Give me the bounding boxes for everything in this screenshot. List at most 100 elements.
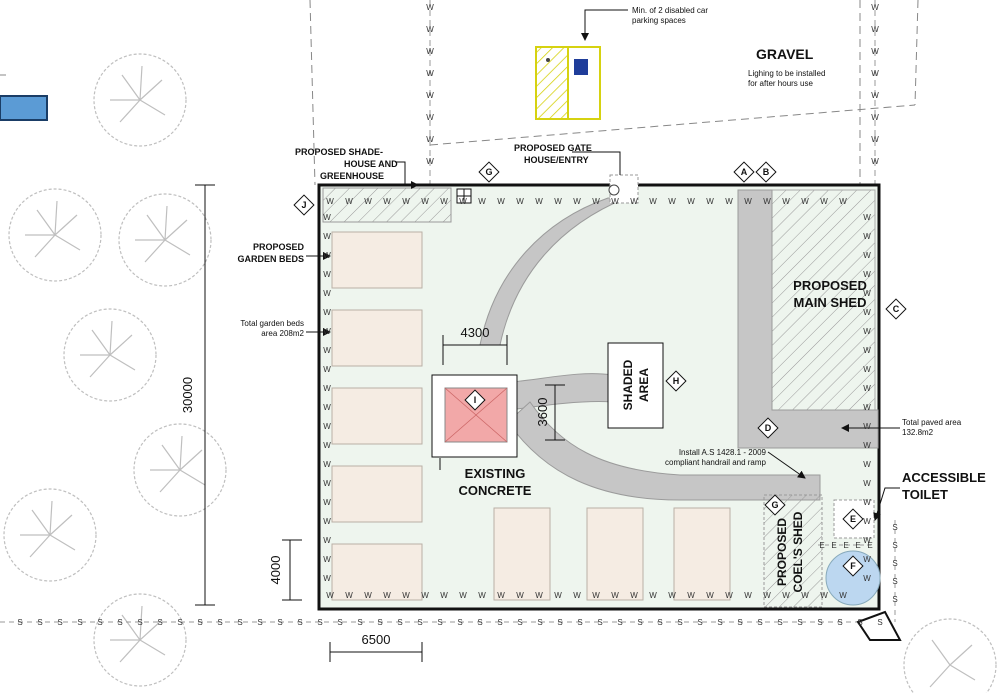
water-symbol: W bbox=[323, 441, 331, 450]
tree bbox=[133, 423, 227, 517]
svg-text:A: A bbox=[741, 167, 748, 177]
sewer-symbol: S bbox=[537, 618, 542, 627]
water-symbol: W bbox=[326, 591, 334, 600]
tree bbox=[93, 53, 187, 147]
electric-symbol: E bbox=[855, 541, 860, 550]
sewer-symbol: S bbox=[357, 618, 362, 627]
water-symbol: W bbox=[478, 197, 486, 206]
water-symbol: W bbox=[871, 113, 879, 122]
water-symbol: W bbox=[820, 591, 828, 600]
label-disabled-parking-1: Min. of 2 disabled car bbox=[632, 6, 708, 15]
tree bbox=[8, 188, 102, 282]
water-symbol: W bbox=[323, 555, 331, 564]
water-symbol: W bbox=[820, 197, 828, 206]
marker-D: D bbox=[757, 417, 779, 439]
sewer-symbol: S bbox=[892, 577, 897, 586]
water-symbol: W bbox=[554, 591, 562, 600]
water-symbol: W bbox=[863, 555, 871, 564]
sewer-symbol: S bbox=[577, 618, 582, 627]
water-symbol: W bbox=[426, 113, 434, 122]
label-coels-shed-2: COEL'S SHED bbox=[791, 511, 805, 592]
water-symbol: W bbox=[592, 591, 600, 600]
water-symbol: W bbox=[871, 91, 879, 100]
water-symbol: W bbox=[426, 135, 434, 144]
sewer-symbol: S bbox=[657, 618, 662, 627]
sewer-symbol: S bbox=[377, 618, 382, 627]
label-shadehouse-1: PROPOSED SHADE- bbox=[295, 147, 383, 157]
sewer-symbol: S bbox=[157, 618, 162, 627]
garden-bed bbox=[331, 543, 423, 601]
gate-shape bbox=[856, 610, 902, 641]
dim-4000: 4000 bbox=[268, 539, 302, 601]
label-lighting-1: Lighing to be installed bbox=[748, 69, 825, 78]
water-symbol: W bbox=[364, 591, 372, 600]
disabled-parking bbox=[535, 46, 601, 120]
water-symbol: W bbox=[345, 197, 353, 206]
label-garden-area-2: area 208m2 bbox=[261, 329, 304, 338]
water-symbol: W bbox=[421, 591, 429, 600]
sewer-symbol: S bbox=[217, 618, 222, 627]
sewer-symbol: S bbox=[477, 618, 482, 627]
water-symbol: W bbox=[323, 536, 331, 545]
water-symbol: W bbox=[426, 91, 434, 100]
water-symbol: W bbox=[649, 197, 657, 206]
sewer-symbol: S bbox=[57, 618, 62, 627]
water-symbol: W bbox=[345, 591, 353, 600]
marker-J: J bbox=[293, 194, 315, 216]
water-symbol: W bbox=[863, 403, 871, 412]
sewer-symbol: S bbox=[77, 618, 82, 627]
wheelchair-icon bbox=[574, 59, 588, 75]
sewer-symbol: S bbox=[197, 618, 202, 627]
water-symbol: W bbox=[459, 591, 467, 600]
water-symbol: W bbox=[383, 591, 391, 600]
water-symbol: W bbox=[863, 270, 871, 279]
water-symbol: W bbox=[440, 197, 448, 206]
label-garden-area-1: Total garden beds bbox=[240, 319, 304, 328]
blue-tab bbox=[0, 95, 48, 121]
water-symbol: W bbox=[801, 197, 809, 206]
label-garden-beds-2: GARDEN BEDS bbox=[237, 254, 304, 264]
label-shadehouse-2: HOUSE AND bbox=[344, 159, 398, 169]
water-symbol: W bbox=[323, 460, 331, 469]
water-symbol: W bbox=[323, 365, 331, 374]
sewer-symbol: S bbox=[757, 618, 762, 627]
water-symbol: W bbox=[323, 574, 331, 583]
gate-post-icon bbox=[608, 184, 620, 196]
water-symbol: W bbox=[440, 591, 448, 600]
toilet-leader bbox=[873, 487, 900, 521]
water-symbol: W bbox=[839, 197, 847, 206]
svg-text:E: E bbox=[850, 514, 856, 524]
water-symbol: W bbox=[863, 422, 871, 431]
tree bbox=[93, 593, 187, 687]
valve-icon bbox=[456, 188, 472, 204]
water-symbol: W bbox=[516, 197, 524, 206]
water-symbol: W bbox=[871, 69, 879, 78]
sewer-symbol: S bbox=[637, 618, 642, 627]
svg-text:G: G bbox=[771, 500, 778, 510]
water-symbol: W bbox=[426, 47, 434, 56]
sewer-symbol: S bbox=[892, 541, 897, 550]
water-symbol: W bbox=[871, 3, 879, 12]
water-symbol: W bbox=[323, 479, 331, 488]
tree-group bbox=[3, 53, 997, 693]
water-symbol: W bbox=[871, 157, 879, 166]
water-symbol: W bbox=[687, 197, 695, 206]
water-symbol: W bbox=[402, 591, 410, 600]
label-coels-shed-1: PROPOSED bbox=[775, 518, 789, 586]
label-toilet-2: TOILET bbox=[902, 487, 948, 502]
garden-bed bbox=[493, 507, 551, 601]
water-symbol: W bbox=[744, 197, 752, 206]
sewer-symbol: S bbox=[437, 618, 442, 627]
shadehouse-area bbox=[322, 187, 452, 223]
sewer-symbol: S bbox=[297, 618, 302, 627]
marker-B: B bbox=[755, 161, 777, 183]
label-toilet-1: ACCESSIBLE bbox=[902, 470, 986, 485]
water-symbol: W bbox=[478, 591, 486, 600]
sewer-symbol: S bbox=[177, 618, 182, 627]
sewer-symbol: S bbox=[317, 618, 322, 627]
water-symbol: W bbox=[630, 591, 638, 600]
label-lighting-2: for after hours use bbox=[748, 79, 813, 88]
water-symbol: W bbox=[573, 197, 581, 206]
sewer-symbol: S bbox=[837, 618, 842, 627]
